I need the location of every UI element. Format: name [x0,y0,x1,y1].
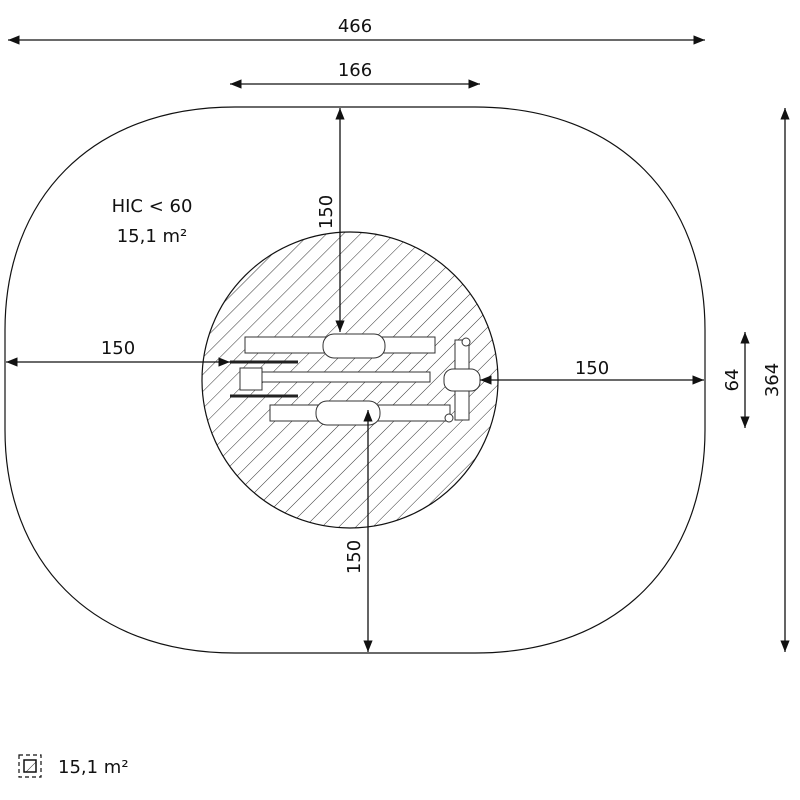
dimension-lines [6,35,790,652]
equipment-seesaw [230,333,481,426]
seat-bottom [315,400,381,426]
dim-equipment-width: 166 [338,60,372,81]
hatched-square-icon [18,754,42,778]
dim-bottom-clearance: 150 [344,540,365,574]
seat-top [322,333,386,359]
dim-top-clearance: 150 [316,195,337,229]
safety-surface-outline [4,106,706,654]
dim-equipment-depth: 64 [722,369,743,392]
spring-head [443,368,481,392]
hic-label: HIC < 60 [112,196,193,217]
dim-left-clearance: 150 [101,338,135,359]
legend-area: 15,1 m² [58,757,129,778]
safety-area-label: 15,1 m² [117,226,188,247]
dim-right-clearance: 150 [575,358,609,379]
dim-total-depth: 364 [762,363,783,397]
dim-total-width: 466 [338,16,372,37]
